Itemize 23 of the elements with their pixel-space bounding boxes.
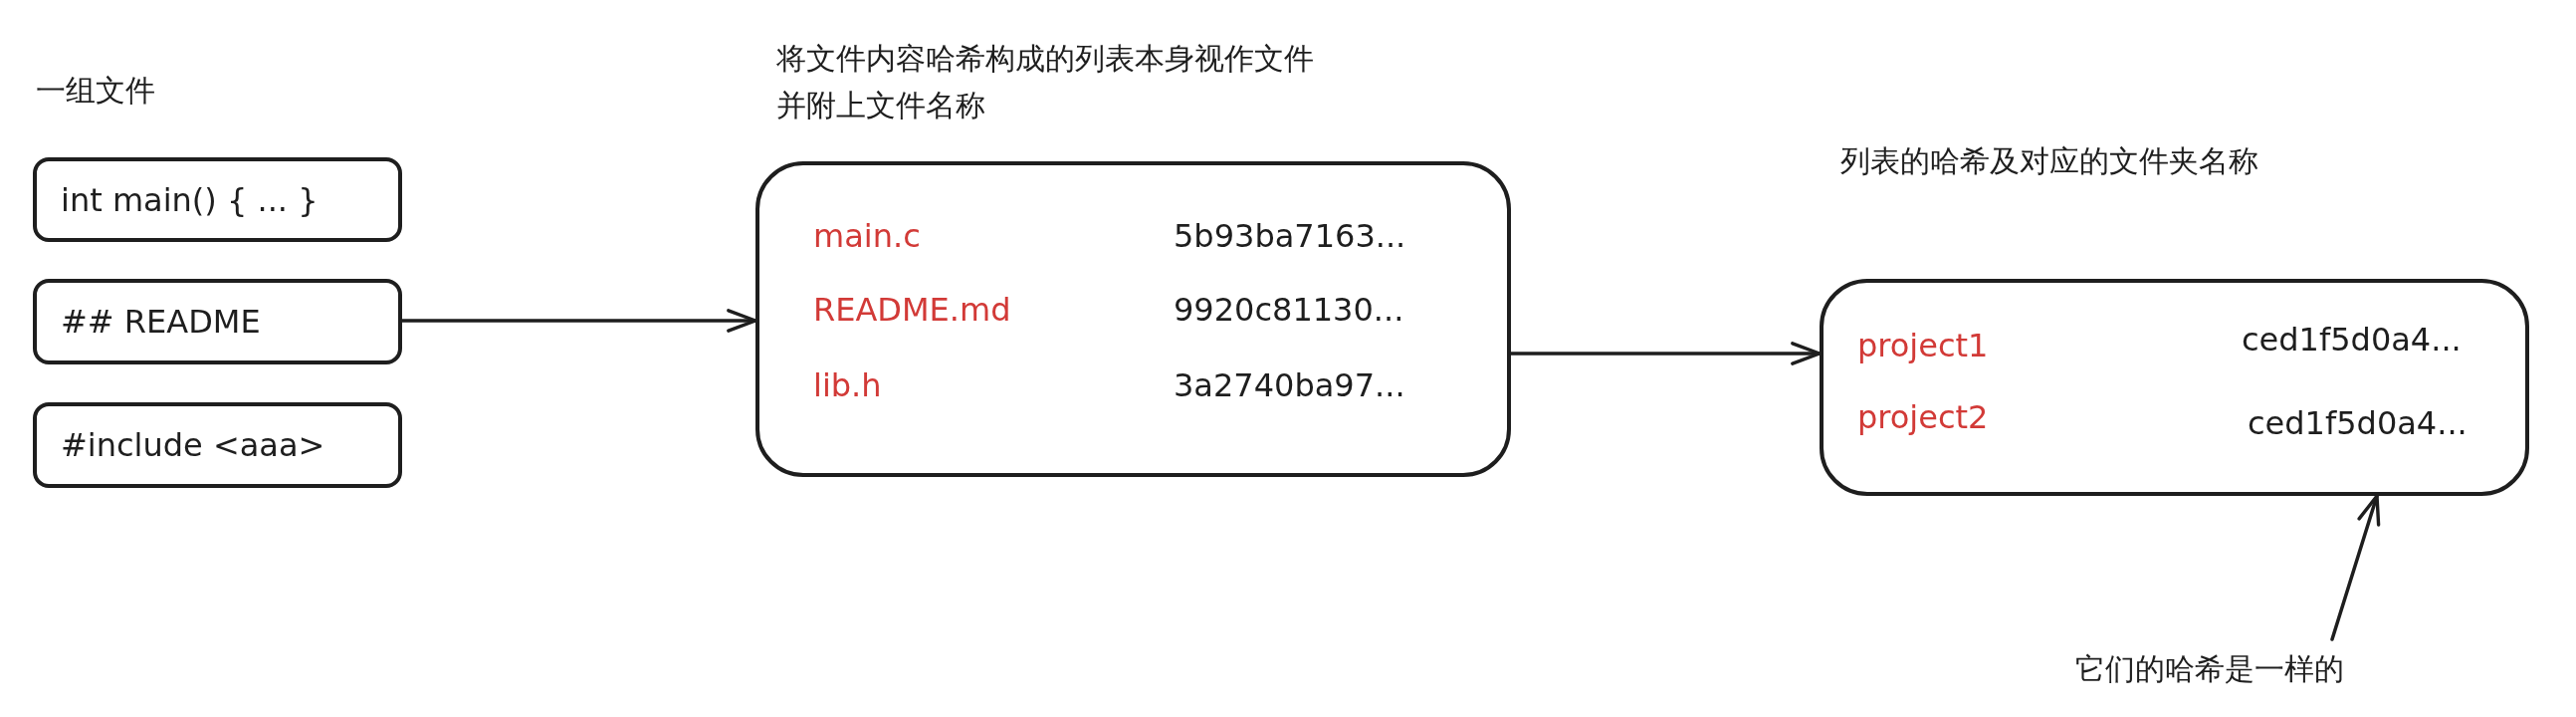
- file-name: README.md: [813, 290, 1011, 331]
- file-name: lib.h: [813, 365, 882, 406]
- hash-value: 9920c81130...: [1174, 290, 1404, 331]
- file-box: [33, 279, 402, 364]
- file-content: ## README: [61, 302, 261, 343]
- file-name: main.c: [813, 216, 921, 257]
- file-content: #include <aaa>: [61, 425, 325, 466]
- file-content: int main() { ... }: [61, 180, 319, 221]
- box-heading: 列表的哈希及对应的文件夹名称: [1840, 142, 2259, 180]
- hash-value: 3a2740ba97...: [1174, 365, 1405, 406]
- arrow: [1509, 342, 1822, 365]
- file-box: [33, 402, 402, 488]
- box-heading: 将文件内容哈希构成的列表本身视作文件并附上文件名称: [776, 40, 1315, 124]
- arrow: [400, 309, 757, 333]
- hash-value: 5b93ba7163...: [1174, 216, 1406, 257]
- hash-value: ced1f5d0a4...: [2248, 403, 2468, 444]
- file-name: project2: [1857, 397, 1989, 438]
- arrow: [2330, 494, 2381, 641]
- file-box: [33, 157, 402, 242]
- hash-value: ced1f5d0a4...: [2242, 320, 2462, 360]
- note-text: 它们的哈希是一样的: [2075, 647, 2473, 697]
- file-name: project1: [1857, 326, 1989, 366]
- group-heading: 一组文件: [36, 72, 156, 110]
